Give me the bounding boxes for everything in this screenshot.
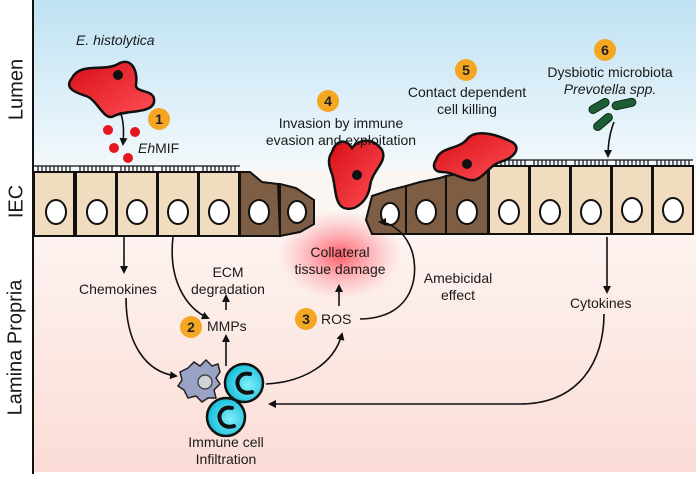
ecm-line2: degradation <box>191 281 265 297</box>
step-badge-2: 2 <box>180 316 202 338</box>
lymphocyte-1 <box>223 362 265 404</box>
cytokines-label: Cytokines <box>570 295 632 311</box>
zone-label-lumen: Lumen <box>5 58 28 121</box>
organism-label: E. histolytica <box>76 32 155 48</box>
step-badge-5: 5 <box>455 59 477 81</box>
amoeba-contact <box>432 132 518 182</box>
arrow-chemokines-to-macrophage <box>125 297 178 380</box>
step-6-line1: Dysbiotic microbiota <box>547 64 673 80</box>
collateral-line1: Collateral <box>310 244 370 260</box>
step-5-line2: cell killing <box>437 101 497 117</box>
step-4-line2: evasion and exploitation <box>265 132 417 148</box>
lymphocyte-1-nucleus <box>235 371 254 395</box>
collateral-damage-label: Collateral tissue damage <box>286 244 394 278</box>
zone-label-lamina-propria: Lamina Propria <box>4 279 27 416</box>
lymphocyte-2-nucleus <box>217 405 236 429</box>
arrow-amebicidal <box>359 218 416 320</box>
step-badge-1: 1 <box>148 108 170 130</box>
immune-line2: Infiltration <box>195 451 257 467</box>
macrophage-nucleus <box>197 374 213 390</box>
amoeba-nucleus <box>113 70 123 80</box>
ehmif-suffix: MIF <box>155 140 180 156</box>
amoeba-lumen <box>67 60 156 119</box>
prevotella-bacteria <box>588 97 637 131</box>
chemokines-label: Chemokines <box>79 281 157 297</box>
ecm-degradation-label: ECM degradation <box>188 264 268 298</box>
step-5-line1: Contact dependent <box>407 84 527 100</box>
step-badge-4: 4 <box>317 90 339 112</box>
immune-line1: Immune cell <box>188 434 264 450</box>
mmps-label: MMPs <box>207 318 247 334</box>
microvilli-left <box>34 165 240 172</box>
amoeba-contact-nucleus <box>462 159 472 169</box>
arrow-ehmif <box>119 111 128 146</box>
step-6-line2: Prevotella spp. <box>563 81 657 97</box>
arrow-cells-to-ros <box>265 332 345 385</box>
step-6-label: Dysbiotic microbiota Prevotella spp. <box>536 64 684 98</box>
step-5-label: Contact dependent cell killing <box>400 84 534 118</box>
amebicidal-effect-label: Amebicidal effect <box>418 270 498 304</box>
ecm-line1: ECM <box>212 264 244 280</box>
ros-label: ROS <box>321 311 352 327</box>
lymphocyte-2 <box>205 396 247 438</box>
arrow-cytokines-to-cells <box>268 313 605 408</box>
step-4-label: Invasion by immune evasion and exploitat… <box>256 115 426 149</box>
amebicidal-line2: effect <box>441 287 475 303</box>
step-badge-3: 3 <box>295 308 317 330</box>
ehmif-label: EhMIF <box>138 140 179 157</box>
nuclei-left <box>45 199 307 225</box>
step-badge-6: 6 <box>594 39 616 61</box>
ehmif-prefix: Eh <box>138 140 156 156</box>
amebicidal-line1: Amebicidal <box>423 270 493 286</box>
immune-infiltration-label: Immune cell Infiltration <box>176 434 276 468</box>
amoeba-invading-nucleus <box>352 170 362 180</box>
collateral-line2: tissue damage <box>294 261 386 277</box>
arrow-iec-to-mmps <box>171 236 210 320</box>
zone-label-iec: IEC <box>5 184 28 219</box>
nuclei-right <box>380 197 684 226</box>
step-4-line1: Invasion by immune <box>278 115 404 131</box>
arrow-microbiota <box>604 121 615 158</box>
ehmif-particles <box>103 125 140 163</box>
epithelium-right <box>364 165 694 235</box>
